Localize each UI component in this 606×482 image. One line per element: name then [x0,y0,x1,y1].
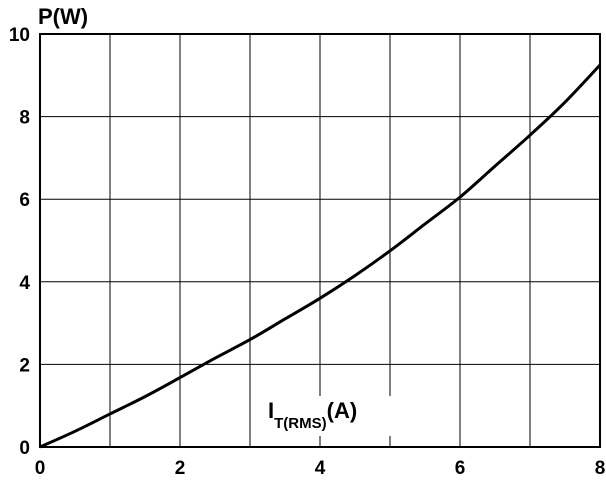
x-axis-title-subscript: T(RMS) [274,415,327,432]
y-tick-label: 4 [19,273,30,294]
y-tick-label: 0 [19,438,30,459]
y-tick-label: 8 [19,108,30,129]
plot-frame [39,33,601,448]
x-tick-label: 4 [315,458,326,479]
series-line [39,63,602,449]
x-axis-title: IT(RMS)(A) [264,396,394,436]
x-tick-label: 8 [595,458,606,479]
x-axis-title-unit: (A) [327,398,358,423]
x-tick-label: 6 [455,458,466,479]
y-tick-label: 10 [9,25,30,46]
x-axis-title-background [264,396,394,436]
x-tick-label: 2 [175,458,186,479]
x-axis-title-main: IT(RMS)(A) [268,398,357,432]
y-tick-labels: 0 2 4 6 8 10 [9,25,31,459]
y-tick-label: 6 [19,190,30,211]
y-tick-label: 2 [19,355,30,376]
y-axis-title: P(W) [38,4,88,29]
x-axis-title-letter: I [268,398,274,423]
x-tick-labels: 0 2 4 6 8 [35,458,606,479]
x-tick-label: 0 [35,458,46,479]
grid [40,34,600,447]
